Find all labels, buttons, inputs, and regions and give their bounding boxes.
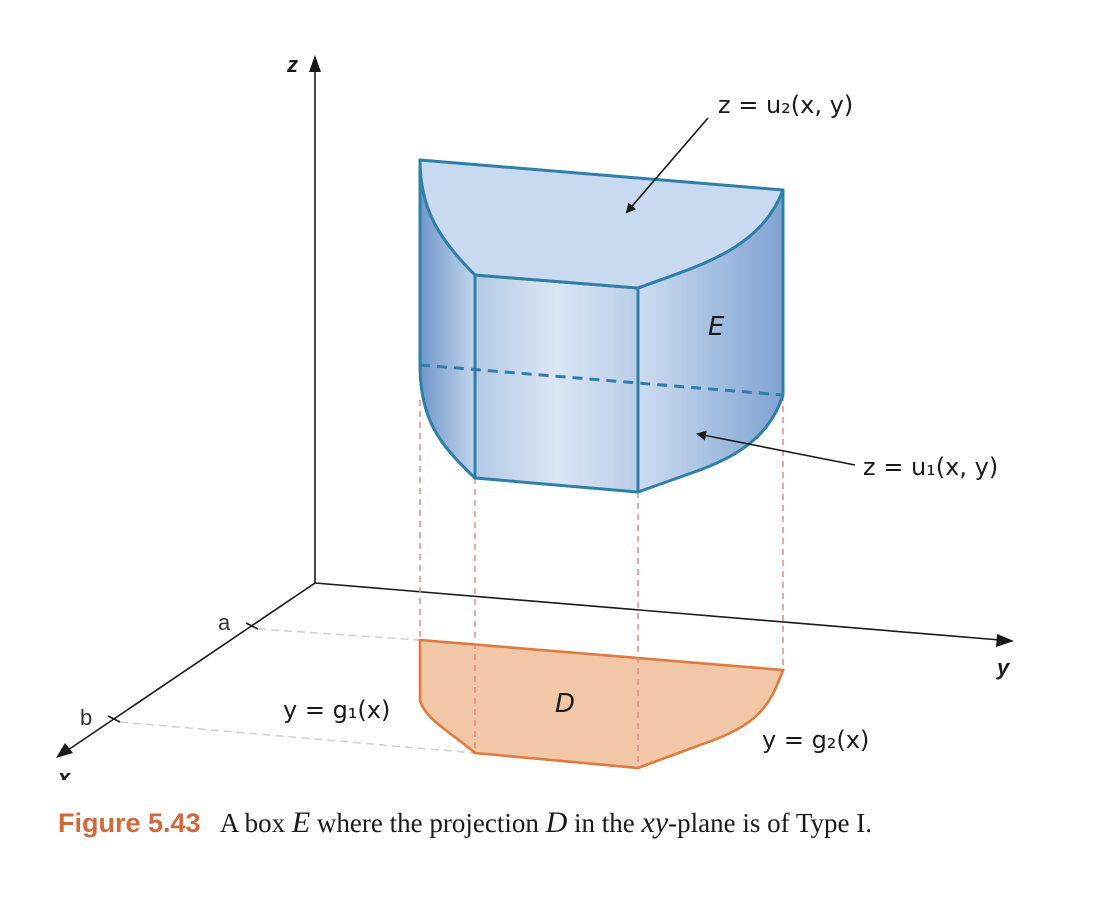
x-axis-label: x <box>57 765 71 780</box>
caption-math-d: D <box>545 806 568 839</box>
y-axis-arrowhead <box>996 634 1014 647</box>
caption-text-3: in the <box>574 808 635 838</box>
g1-curve-label: y = g₁(x) <box>283 696 390 724</box>
tick-label-b: b <box>80 705 92 730</box>
tick-b <box>107 715 121 723</box>
caption-text-2: where the projection <box>316 808 539 838</box>
projection-label-d: D <box>555 689 575 719</box>
solid-front-face <box>473 273 640 494</box>
upper-surface-arrow <box>625 117 709 214</box>
z-axis-arrowhead <box>309 55 321 72</box>
caption-math-xy: xy <box>641 806 669 839</box>
y-axis <box>314 582 1001 641</box>
figure-number: Figure 5.43 <box>58 808 201 838</box>
z-axis-label: z <box>286 52 298 77</box>
diagram-canvas: z y x a b E D z = u₂(x, y) z = u₁(x, y) … <box>56 52 1014 780</box>
solid-top-face <box>418 158 785 290</box>
solid-hidden-edge <box>419 363 784 397</box>
caption-text-4: -plane is of Type I. <box>668 808 872 838</box>
upper-surface-label: z = u₂(x, y) <box>718 91 853 119</box>
lower-surface-arrow <box>696 430 856 466</box>
guide-line-a <box>257 628 421 641</box>
tick-label-a: a <box>218 610 231 635</box>
x-axis <box>67 582 316 751</box>
caption-math-e: E <box>291 806 311 839</box>
lower-surface-label: z = u₁(x, y) <box>863 453 998 481</box>
x-axis-arrowhead <box>56 743 73 758</box>
y-axis-label: y <box>996 655 1011 680</box>
g2-curve-label: y = g₂(x) <box>762 726 869 754</box>
figure-caption: Figure 5.43 A box E where the projection… <box>58 796 1058 850</box>
caption-text-1: A box <box>219 808 286 838</box>
guide-line-b <box>119 721 476 754</box>
solid-label-e: E <box>708 312 725 342</box>
projection-region-d <box>418 638 785 770</box>
tick-a <box>245 622 259 630</box>
